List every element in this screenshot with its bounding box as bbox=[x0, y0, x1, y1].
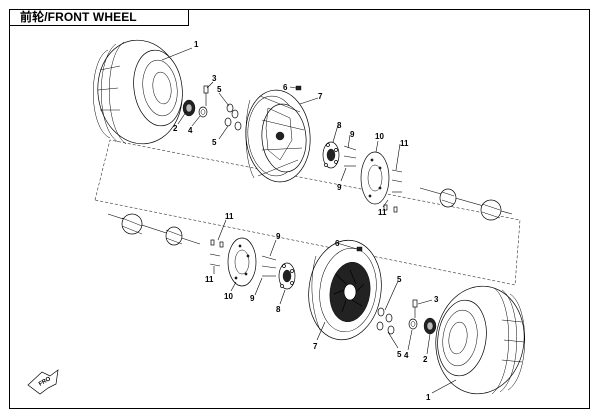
rim-lower bbox=[308, 239, 382, 341]
cap-upper bbox=[295, 85, 302, 91]
hub-lower bbox=[278, 262, 296, 290]
hub-bolts-lower bbox=[261, 255, 277, 277]
callout-brake-disc-upper: 10 bbox=[375, 132, 384, 141]
callout-disc-bolt-upper-a: 11 bbox=[400, 139, 409, 148]
callout-nut-lower: 4 bbox=[404, 351, 409, 360]
callout-disc-bolt-lower-b: 11 bbox=[205, 275, 214, 284]
callout-brake-disc-lower: 10 bbox=[224, 292, 233, 301]
rim-upper bbox=[245, 89, 311, 183]
callout-rim-upper: 7 bbox=[318, 92, 323, 101]
callout-nut-upper: 4 bbox=[188, 126, 193, 135]
valve-cap-upper bbox=[203, 85, 209, 106]
disc-bolts-lower bbox=[209, 239, 224, 267]
lug-nuts-upper bbox=[224, 103, 242, 131]
callout-lug-nut-lower-b: 5 bbox=[397, 350, 402, 359]
axle-dashed-boundary bbox=[94, 139, 521, 286]
valve-nut-upper bbox=[198, 106, 208, 118]
callout-hub-upper: 8 bbox=[337, 121, 342, 130]
callout-rim-lower: 7 bbox=[313, 342, 318, 351]
lug-nuts-lower bbox=[376, 307, 395, 335]
callout-tire-upper: 1 bbox=[194, 40, 199, 49]
svg-text:FRO: FRO bbox=[38, 376, 52, 388]
callout-cap-upper: 6 bbox=[283, 83, 288, 92]
tire-upper bbox=[93, 39, 183, 145]
valve-lower bbox=[423, 317, 437, 335]
callout-lug-nut-lower-a: 5 bbox=[397, 275, 402, 284]
callout-valve-cap-lower: 3 bbox=[434, 295, 439, 304]
hub-upper bbox=[322, 141, 340, 169]
leader-lines bbox=[161, 47, 457, 394]
callout-hub-bolt-lower-a: 9 bbox=[276, 232, 281, 241]
callout-valve-lower: 2 bbox=[423, 355, 428, 364]
title-box bbox=[9, 9, 189, 26]
callout-valve-cap-upper: 3 bbox=[212, 74, 217, 83]
valve-nut-lower bbox=[408, 318, 418, 330]
brake-disc-upper bbox=[360, 151, 390, 205]
callout-valve-upper: 2 bbox=[173, 124, 178, 133]
diagram-title: 前轮/FRONT WHEEL bbox=[20, 10, 137, 24]
callout-tire-lower: 1 bbox=[426, 393, 431, 402]
cap-lower bbox=[356, 246, 363, 252]
callout-disc-bolt-lower-a: 11 bbox=[225, 212, 234, 221]
half-shaft-lower bbox=[107, 213, 201, 246]
brake-disc-lower bbox=[227, 237, 257, 287]
tire-lower bbox=[435, 285, 525, 395]
callout-hub-bolt-upper-b: 9 bbox=[337, 183, 342, 192]
hub-bolts-upper bbox=[343, 145, 357, 167]
half-shaft-upper bbox=[419, 187, 513, 221]
callout-hub-bolt-upper-a: 9 bbox=[350, 130, 355, 139]
callout-disc-bolt-upper-b: 11 bbox=[378, 208, 387, 217]
callout-hub-bolt-lower-b: 9 bbox=[250, 294, 255, 303]
drawing-frame bbox=[9, 9, 590, 409]
callout-cap-lower: 6 bbox=[335, 239, 340, 248]
front-direction-arrow: FRO bbox=[27, 369, 59, 395]
callout-lug-nut-upper-a: 5 bbox=[217, 85, 222, 94]
valve-cap-lower bbox=[412, 299, 418, 318]
disc-bolts-upper bbox=[383, 169, 403, 213]
callout-hub-lower: 8 bbox=[276, 305, 281, 314]
callout-lug-nut-upper-b: 5 bbox=[212, 138, 217, 147]
